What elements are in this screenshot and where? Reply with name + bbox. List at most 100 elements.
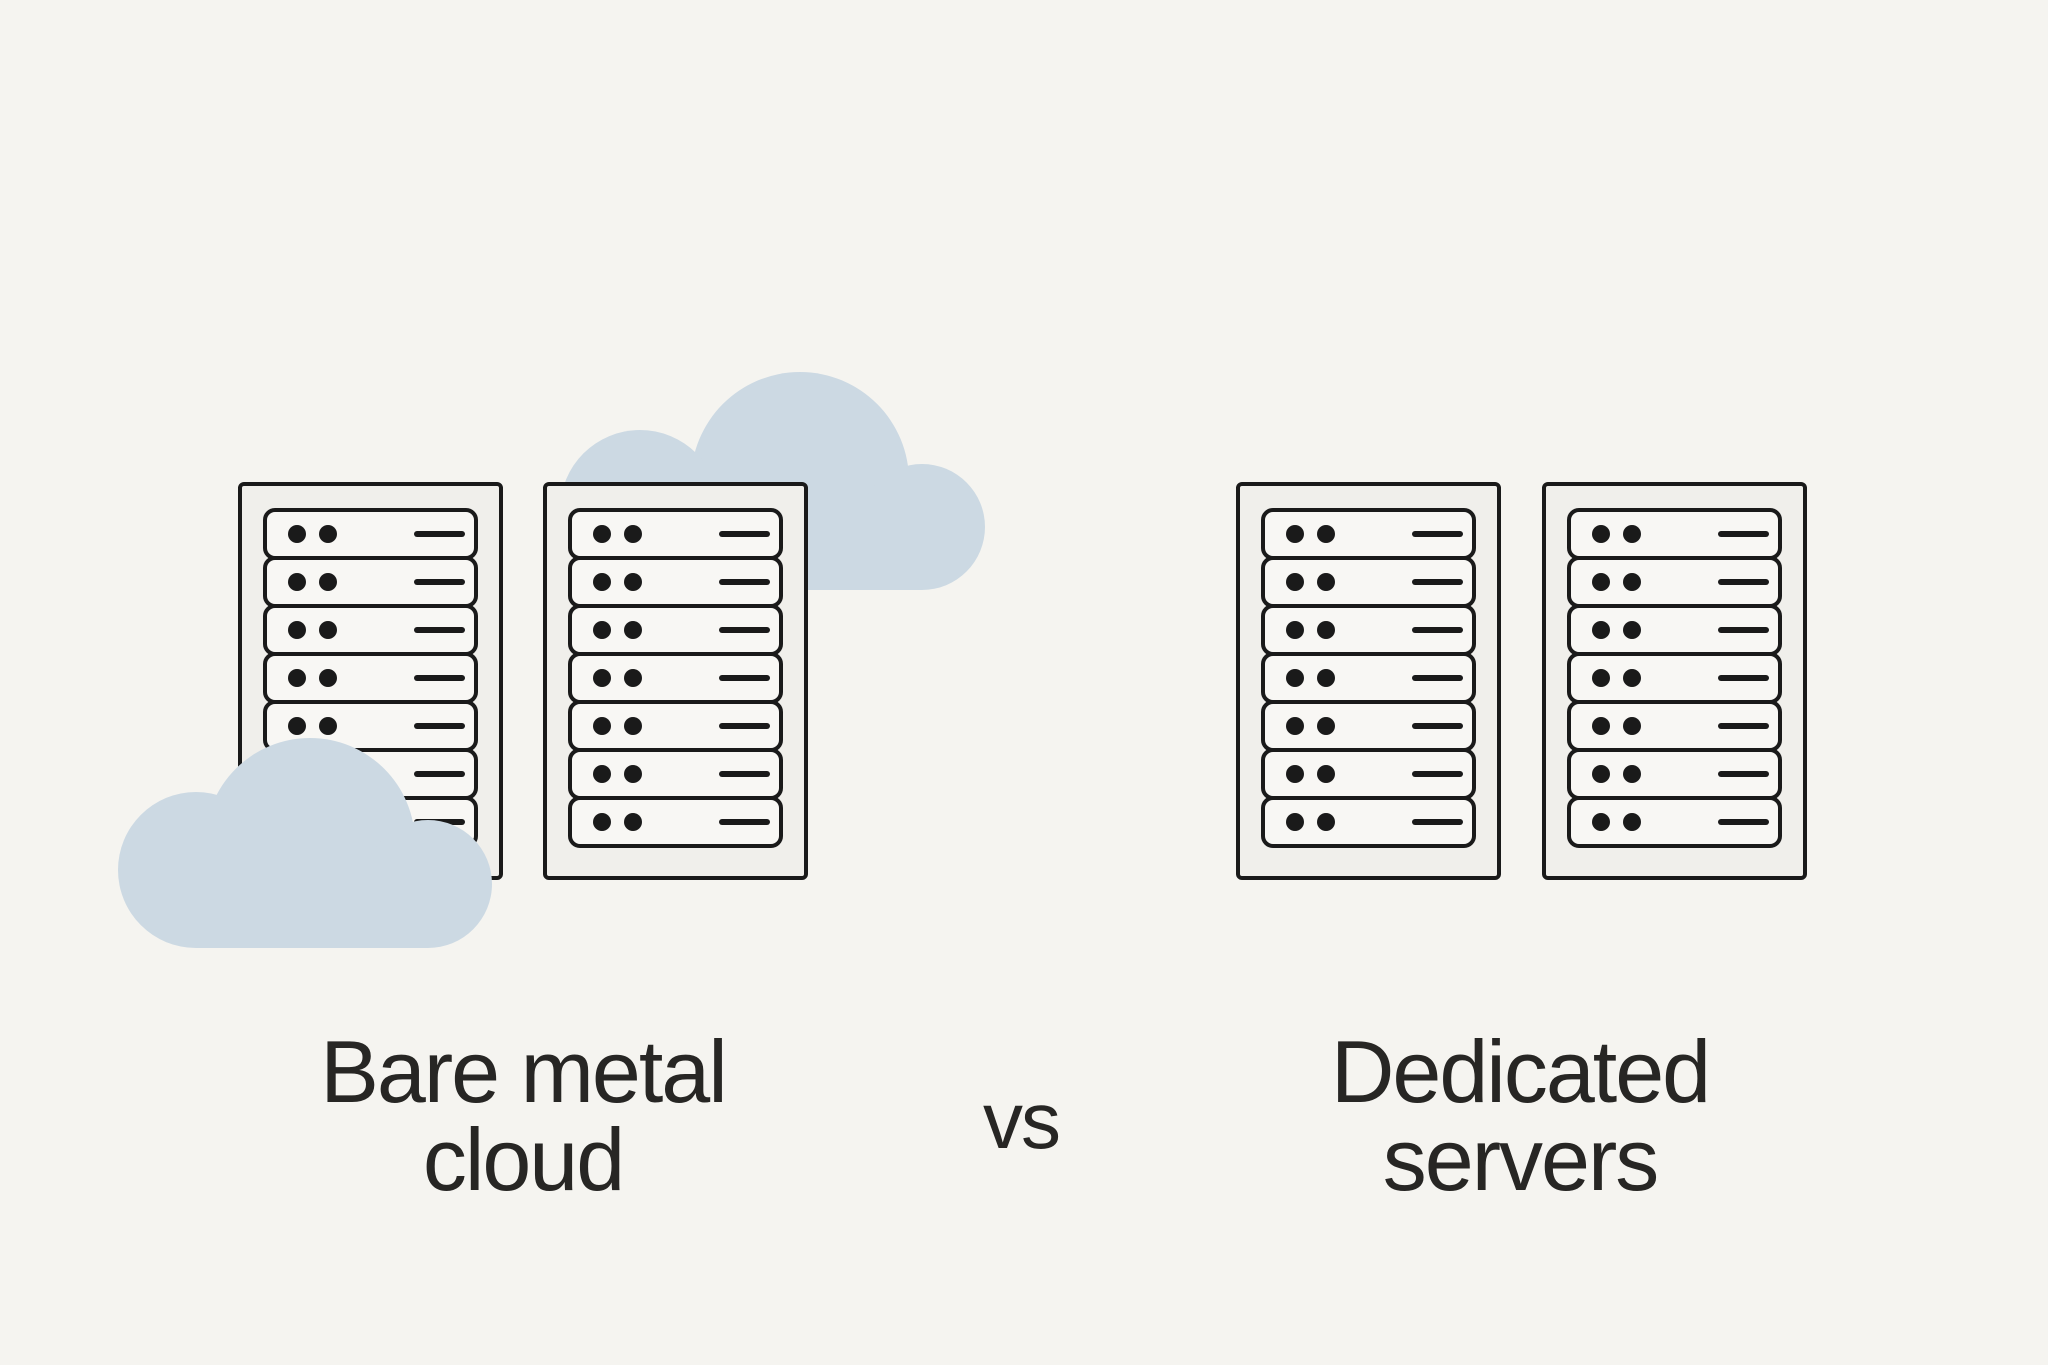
vent-dash-icon [414,675,465,681]
label-vs: vs [983,1076,1061,1165]
led-dot-icon [1592,813,1610,831]
server-unit [1567,508,1782,560]
led-dot-icon [319,813,337,831]
server-unit [263,796,478,848]
led-dot-icon [288,813,306,831]
vent-dash-icon [1718,675,1769,681]
server-unit [1567,748,1782,800]
led-dot-icon [319,621,337,639]
led-dot-icon [624,621,642,639]
led-dot-icon [288,669,306,687]
led-dot-icon [288,525,306,543]
server-rack-2 [543,482,808,880]
server-unit [568,508,783,560]
led-dot-icon [593,525,611,543]
server-rack-3 [1236,482,1501,880]
led-dot-icon [1286,669,1304,687]
led-dot-icon [1317,669,1335,687]
led-dot-icon [624,669,642,687]
led-dot-icon [1623,813,1641,831]
vent-dash-icon [1412,819,1463,825]
led-dot-icon [624,573,642,591]
led-dot-icon [1317,765,1335,783]
vent-dash-icon [1718,819,1769,825]
label-dedicated-servers: Dedicated servers [1330,1022,1711,1209]
server-unit [1261,748,1476,800]
led-dot-icon [1623,525,1641,543]
led-dot-icon [1592,621,1610,639]
server-unit [263,556,478,608]
led-dot-icon [319,573,337,591]
server-unit [568,652,783,704]
server-unit [1261,604,1476,656]
server-unit [263,700,478,752]
led-dot-icon [1623,765,1641,783]
led-dot-icon [319,765,337,783]
vent-dash-icon [1412,771,1463,777]
label-bare-metal-cloud: Bare metal cloud [320,1022,728,1209]
server-unit [1261,556,1476,608]
vent-dash-icon [719,723,770,729]
led-dot-icon [288,573,306,591]
led-dot-icon [624,717,642,735]
led-dot-icon [319,717,337,735]
led-dot-icon [593,765,611,783]
led-dot-icon [624,525,642,543]
server-unit [568,796,783,848]
led-dot-icon [1317,621,1335,639]
vent-dash-icon [1412,627,1463,633]
vent-dash-icon [1718,579,1769,585]
vent-dash-icon [719,579,770,585]
server-unit [568,556,783,608]
vent-dash-icon [719,627,770,633]
vent-dash-icon [414,771,465,777]
vent-dash-icon [1718,771,1769,777]
led-dot-icon [1286,765,1304,783]
server-unit [1261,508,1476,560]
led-dot-icon [624,765,642,783]
led-dot-icon [1317,525,1335,543]
server-unit [568,700,783,752]
led-dot-icon [1592,765,1610,783]
led-dot-icon [1623,717,1641,735]
led-dot-icon [1286,717,1304,735]
server-unit [1567,652,1782,704]
vent-dash-icon [719,771,770,777]
led-dot-icon [593,669,611,687]
vent-dash-icon [1718,627,1769,633]
led-dot-icon [1317,813,1335,831]
vent-dash-icon [719,675,770,681]
led-dot-icon [288,717,306,735]
led-dot-icon [1592,525,1610,543]
led-dot-icon [1623,621,1641,639]
led-dot-icon [1623,669,1641,687]
led-dot-icon [1286,813,1304,831]
led-dot-icon [593,717,611,735]
server-unit [1261,796,1476,848]
led-dot-icon [1592,669,1610,687]
led-dot-icon [624,813,642,831]
led-dot-icon [593,813,611,831]
led-dot-icon [1286,621,1304,639]
vent-dash-icon [414,579,465,585]
server-unit [1261,652,1476,704]
server-rack-4 [1542,482,1807,880]
led-dot-icon [1317,717,1335,735]
server-unit [263,604,478,656]
led-dot-icon [1286,573,1304,591]
led-dot-icon [1592,573,1610,591]
vent-dash-icon [414,627,465,633]
led-dot-icon [1286,525,1304,543]
server-unit [568,604,783,656]
vent-dash-icon [719,819,770,825]
vent-dash-icon [1412,723,1463,729]
vent-dash-icon [1412,531,1463,537]
led-dot-icon [1317,573,1335,591]
server-unit [1261,700,1476,752]
server-unit [1567,700,1782,752]
vent-dash-icon [1718,723,1769,729]
server-unit [263,652,478,704]
led-dot-icon [319,669,337,687]
led-dot-icon [593,573,611,591]
